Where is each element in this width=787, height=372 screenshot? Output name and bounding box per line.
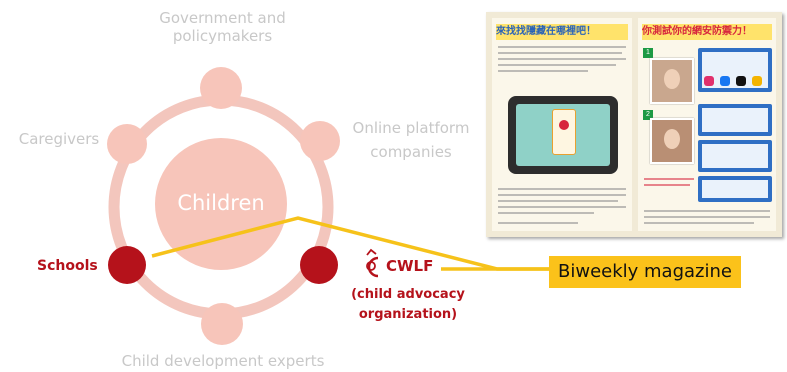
quiz-box: [698, 140, 772, 172]
platform-node: [300, 121, 340, 161]
text-line: [498, 188, 626, 190]
government-label: Government and policymakers: [159, 9, 286, 45]
text-line: [498, 64, 616, 66]
text-line: [498, 70, 588, 72]
text-line: [644, 184, 690, 186]
government-node: [200, 67, 242, 109]
text-line: [498, 52, 622, 54]
children-label: Children: [177, 191, 265, 215]
step-number-icon: 2: [643, 110, 653, 120]
text-line: [644, 178, 694, 180]
text-line: [498, 212, 594, 214]
experts-node: [201, 303, 243, 345]
app-icon: [720, 76, 730, 86]
cwlf-subtitle: (child advocacy organization): [351, 287, 465, 322]
platform-label: Online platform companies: [352, 119, 470, 161]
app-icon: [736, 76, 746, 86]
magazine-badge: Biweekly magazine: [549, 256, 741, 288]
caregivers-node: [107, 124, 147, 164]
phone-illustration: [552, 109, 576, 155]
text-line: [498, 206, 626, 208]
person-photo: [650, 58, 694, 104]
app-icon: [704, 76, 714, 86]
person-photo: [650, 118, 694, 164]
text-line: [644, 210, 770, 212]
text-line: [498, 46, 626, 48]
magazine-right-page: 你測試你的網安防禦力！ 1 2: [638, 18, 776, 231]
tablet-screen: [516, 104, 610, 166]
app-icon: [752, 76, 762, 86]
children-circle: [155, 138, 287, 270]
text-line: [498, 200, 618, 202]
caregivers-label: Caregivers: [18, 130, 100, 148]
schools-node: [108, 246, 146, 284]
cwlf-logo-icon: [366, 248, 379, 278]
magazine-image: 來找找隱藏在哪裡吧！ 你測試你的網安防禦力！ 1 2: [486, 12, 782, 237]
text-line: [644, 216, 770, 218]
text-line: [498, 222, 578, 224]
cwlf-node: [300, 246, 338, 284]
cwlf-label: CWLF: [386, 257, 434, 275]
step-number-icon: 1: [643, 48, 653, 58]
magazine-right-title: 你測試你的網安防禦力！: [642, 24, 772, 40]
experts-label: Child development experts: [121, 352, 325, 370]
mascot-icon: [559, 120, 569, 130]
tablet-illustration: [508, 96, 618, 174]
schools-label: Schools: [37, 258, 98, 274]
text-line: [644, 222, 754, 224]
magazine-left-title: 來找找隱藏在哪裡吧！: [496, 24, 628, 40]
quiz-box: [698, 176, 772, 202]
quiz-box: [698, 104, 772, 136]
text-line: [498, 58, 626, 60]
magazine-left-page: 來找找隱藏在哪裡吧！: [492, 18, 632, 231]
text-line: [498, 194, 626, 196]
